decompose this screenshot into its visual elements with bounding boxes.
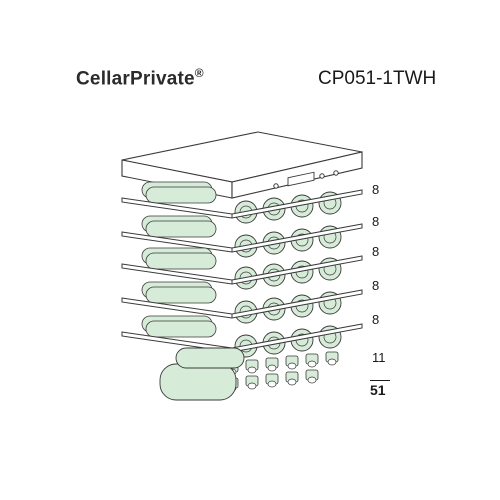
bottle-cork — [307, 376, 317, 384]
bottle-cork — [287, 362, 297, 370]
brand-name: CellarPrivate — [76, 68, 195, 90]
control-button — [273, 183, 279, 189]
model-number: CP051-1TWH — [318, 68, 437, 89]
shelf-1-count: 8 — [372, 182, 380, 197]
shelf-4-count: 8 — [372, 278, 380, 293]
shelf-2-count: 8 — [372, 214, 380, 229]
brand-logo: CellarPrivate® — [76, 66, 204, 90]
bottle-cork — [267, 380, 277, 388]
shelf-5-count: 8 — [372, 312, 380, 327]
top-cover-side — [231, 151, 363, 199]
control-button — [333, 170, 339, 176]
bottle-body-bottom — [175, 347, 245, 369]
bottle-body-back — [145, 186, 217, 204]
bottle-body-back — [145, 220, 217, 238]
bottle-cork — [247, 382, 257, 390]
total-capacity: 51 — [370, 380, 390, 398]
bottle-cork — [327, 358, 337, 366]
bottle-cork — [247, 366, 257, 374]
control-button — [319, 173, 325, 179]
bottom-zone-count: 11 — [372, 350, 386, 365]
bottle-body-back — [145, 320, 217, 338]
bottle-body-back — [145, 286, 217, 304]
bottle-cork — [267, 364, 277, 372]
registered-mark: ® — [194, 66, 204, 80]
bottle-cork — [307, 360, 317, 368]
bottle-cork — [287, 378, 297, 386]
bottle-body-bottom — [159, 363, 237, 401]
bottle-body-back — [145, 252, 217, 270]
shelf-3-count: 8 — [372, 244, 380, 259]
control-panel — [287, 171, 315, 187]
